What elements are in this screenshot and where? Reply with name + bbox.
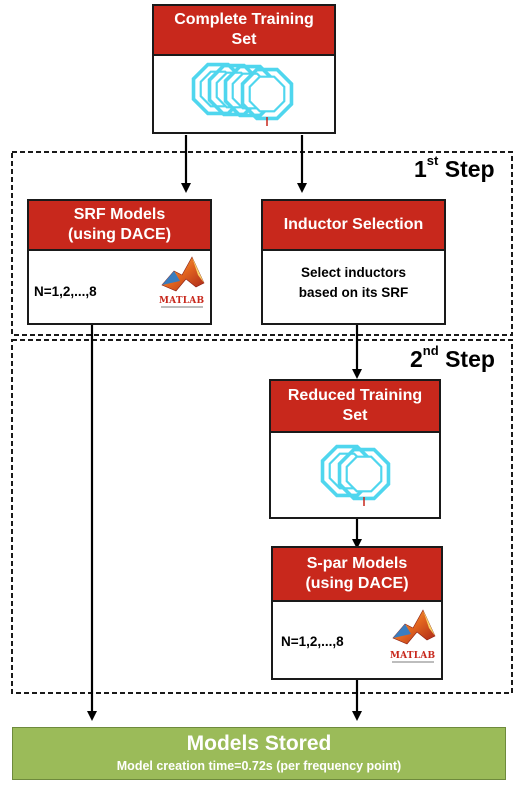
reduced-training-set-title: Reduced Training Set (287, 387, 423, 424)
srf-models-box: SRF Models (using DACE) N=1,2,...,8 MATL… (27, 199, 212, 325)
inductor-selection-box: Inductor Selection Select inductors base… (261, 199, 446, 325)
reduced-training-set-header: Reduced Training Set (269, 379, 441, 433)
spar-models-header: S-par Models (using DACE) (271, 546, 443, 602)
inductor-selection-title: Inductor Selection (283, 216, 424, 233)
matlab-logo: MATLAB (390, 609, 436, 663)
inductor-selection-description: Select inductors based on its SRF (298, 265, 409, 300)
spar-models-box: S-par Models (using DACE) N=1,2,...,8 MA… (271, 546, 443, 680)
complete-training-set-box: Complete Training Set (152, 4, 336, 134)
srf-models-header: SRF Models (using DACE) (27, 199, 212, 251)
spar-models-title: S-par Models (using DACE) (305, 555, 409, 592)
matlab-logo-text: MATLAB (159, 296, 204, 306)
inductor-selection-header: Inductor Selection (261, 199, 446, 251)
step1-label: 1st Step (414, 153, 495, 182)
inductor-stack-icon (191, 62, 294, 126)
step2-region (11, 339, 513, 694)
complete-training-set-header: Complete Training Set (152, 4, 336, 56)
models-stored-subtitle: Model creation time=0.72s (per frequency… (116, 759, 402, 773)
step1-region (11, 151, 513, 336)
inductor-pair-icon (320, 444, 391, 506)
spar-n-range: N=1,2,...,8 (281, 634, 344, 649)
matlab-logo-text: MATLAB (390, 651, 435, 661)
models-stored-title: Models Stored (186, 732, 332, 755)
step2-label: 2nd Step (410, 343, 495, 372)
srf-n-range: N=1,2,...,8 (34, 284, 97, 299)
complete-training-set-title: Complete Training Set (174, 11, 314, 48)
matlab-logo: MATLAB (159, 256, 205, 308)
models-stored-box: Models Stored Model creation time=0.72s … (12, 727, 506, 780)
srf-models-title: SRF Models (using DACE) (67, 206, 172, 243)
reduced-training-set-box: Reduced Training Set (269, 379, 441, 519)
